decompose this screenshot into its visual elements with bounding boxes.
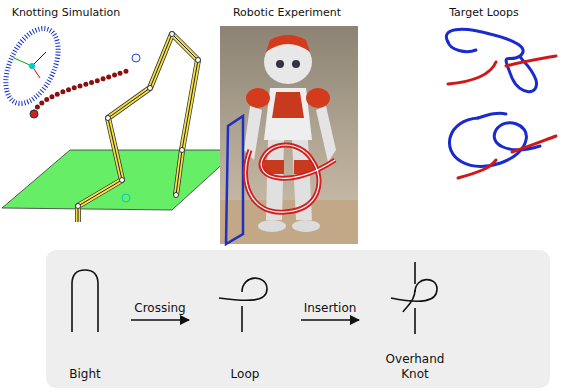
- stage-label: Loop: [205, 367, 285, 382]
- knot-stage: Bight: [55, 262, 115, 386]
- stage-label: Overhand Knot: [375, 352, 455, 382]
- knot-stage: Overhand Knot: [375, 262, 455, 386]
- panel-title: Robotic Experiment: [233, 6, 341, 19]
- sequence-panel: [46, 250, 550, 388]
- stage-label: Bight: [55, 367, 115, 382]
- panel-title: Knotting Simulation: [12, 6, 121, 19]
- arrow-label: Insertion: [302, 301, 359, 315]
- process-arrow: [301, 319, 359, 321]
- knotting-simulation: [0, 20, 238, 222]
- rope-sketch: [205, 262, 285, 342]
- panel-title: Target Loops: [449, 6, 519, 19]
- process-arrow: [131, 319, 189, 321]
- arrow-label: Crossing: [132, 301, 187, 315]
- knot-stage: Loop: [205, 262, 285, 386]
- rope-sketch: [55, 262, 115, 342]
- target-loops: [446, 29, 556, 178]
- rope-sketch: [375, 262, 455, 342]
- robot-photo: [220, 26, 358, 244]
